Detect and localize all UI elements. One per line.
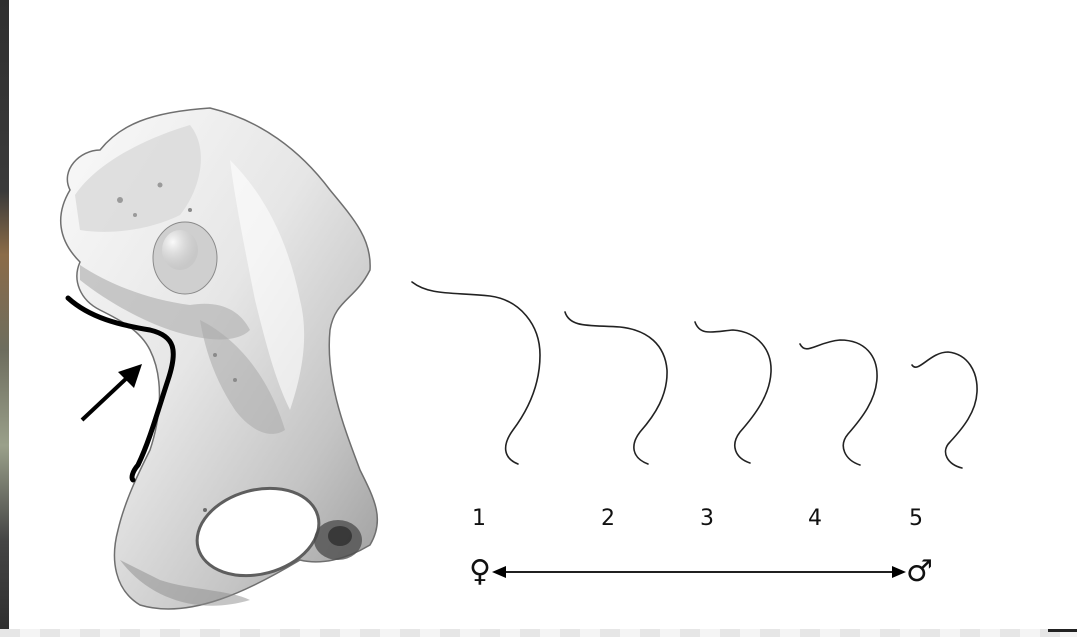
score-label-3: 3 <box>692 506 722 531</box>
score-label-5: 5 <box>901 506 931 531</box>
arrow-icon <box>82 364 142 420</box>
hip-bone-illustration <box>61 108 378 609</box>
score-label-4: 4 <box>800 506 830 531</box>
score-label-2: 2 <box>593 506 623 531</box>
corner-mark <box>1048 629 1077 632</box>
notch-profile-1 <box>412 282 540 464</box>
sex-scale-arrow <box>492 566 906 578</box>
female-symbol-icon: ♀ <box>469 557 491 587</box>
notch-profile-4 <box>800 340 877 465</box>
notch-profile-3 <box>695 322 771 463</box>
notch-profile-2 <box>565 312 667 464</box>
score-label-1: 1 <box>464 506 494 531</box>
notch-profile-5 <box>912 352 977 468</box>
male-symbol-icon: ♂ <box>906 557 933 587</box>
bottom-edge-strip <box>0 629 1077 637</box>
